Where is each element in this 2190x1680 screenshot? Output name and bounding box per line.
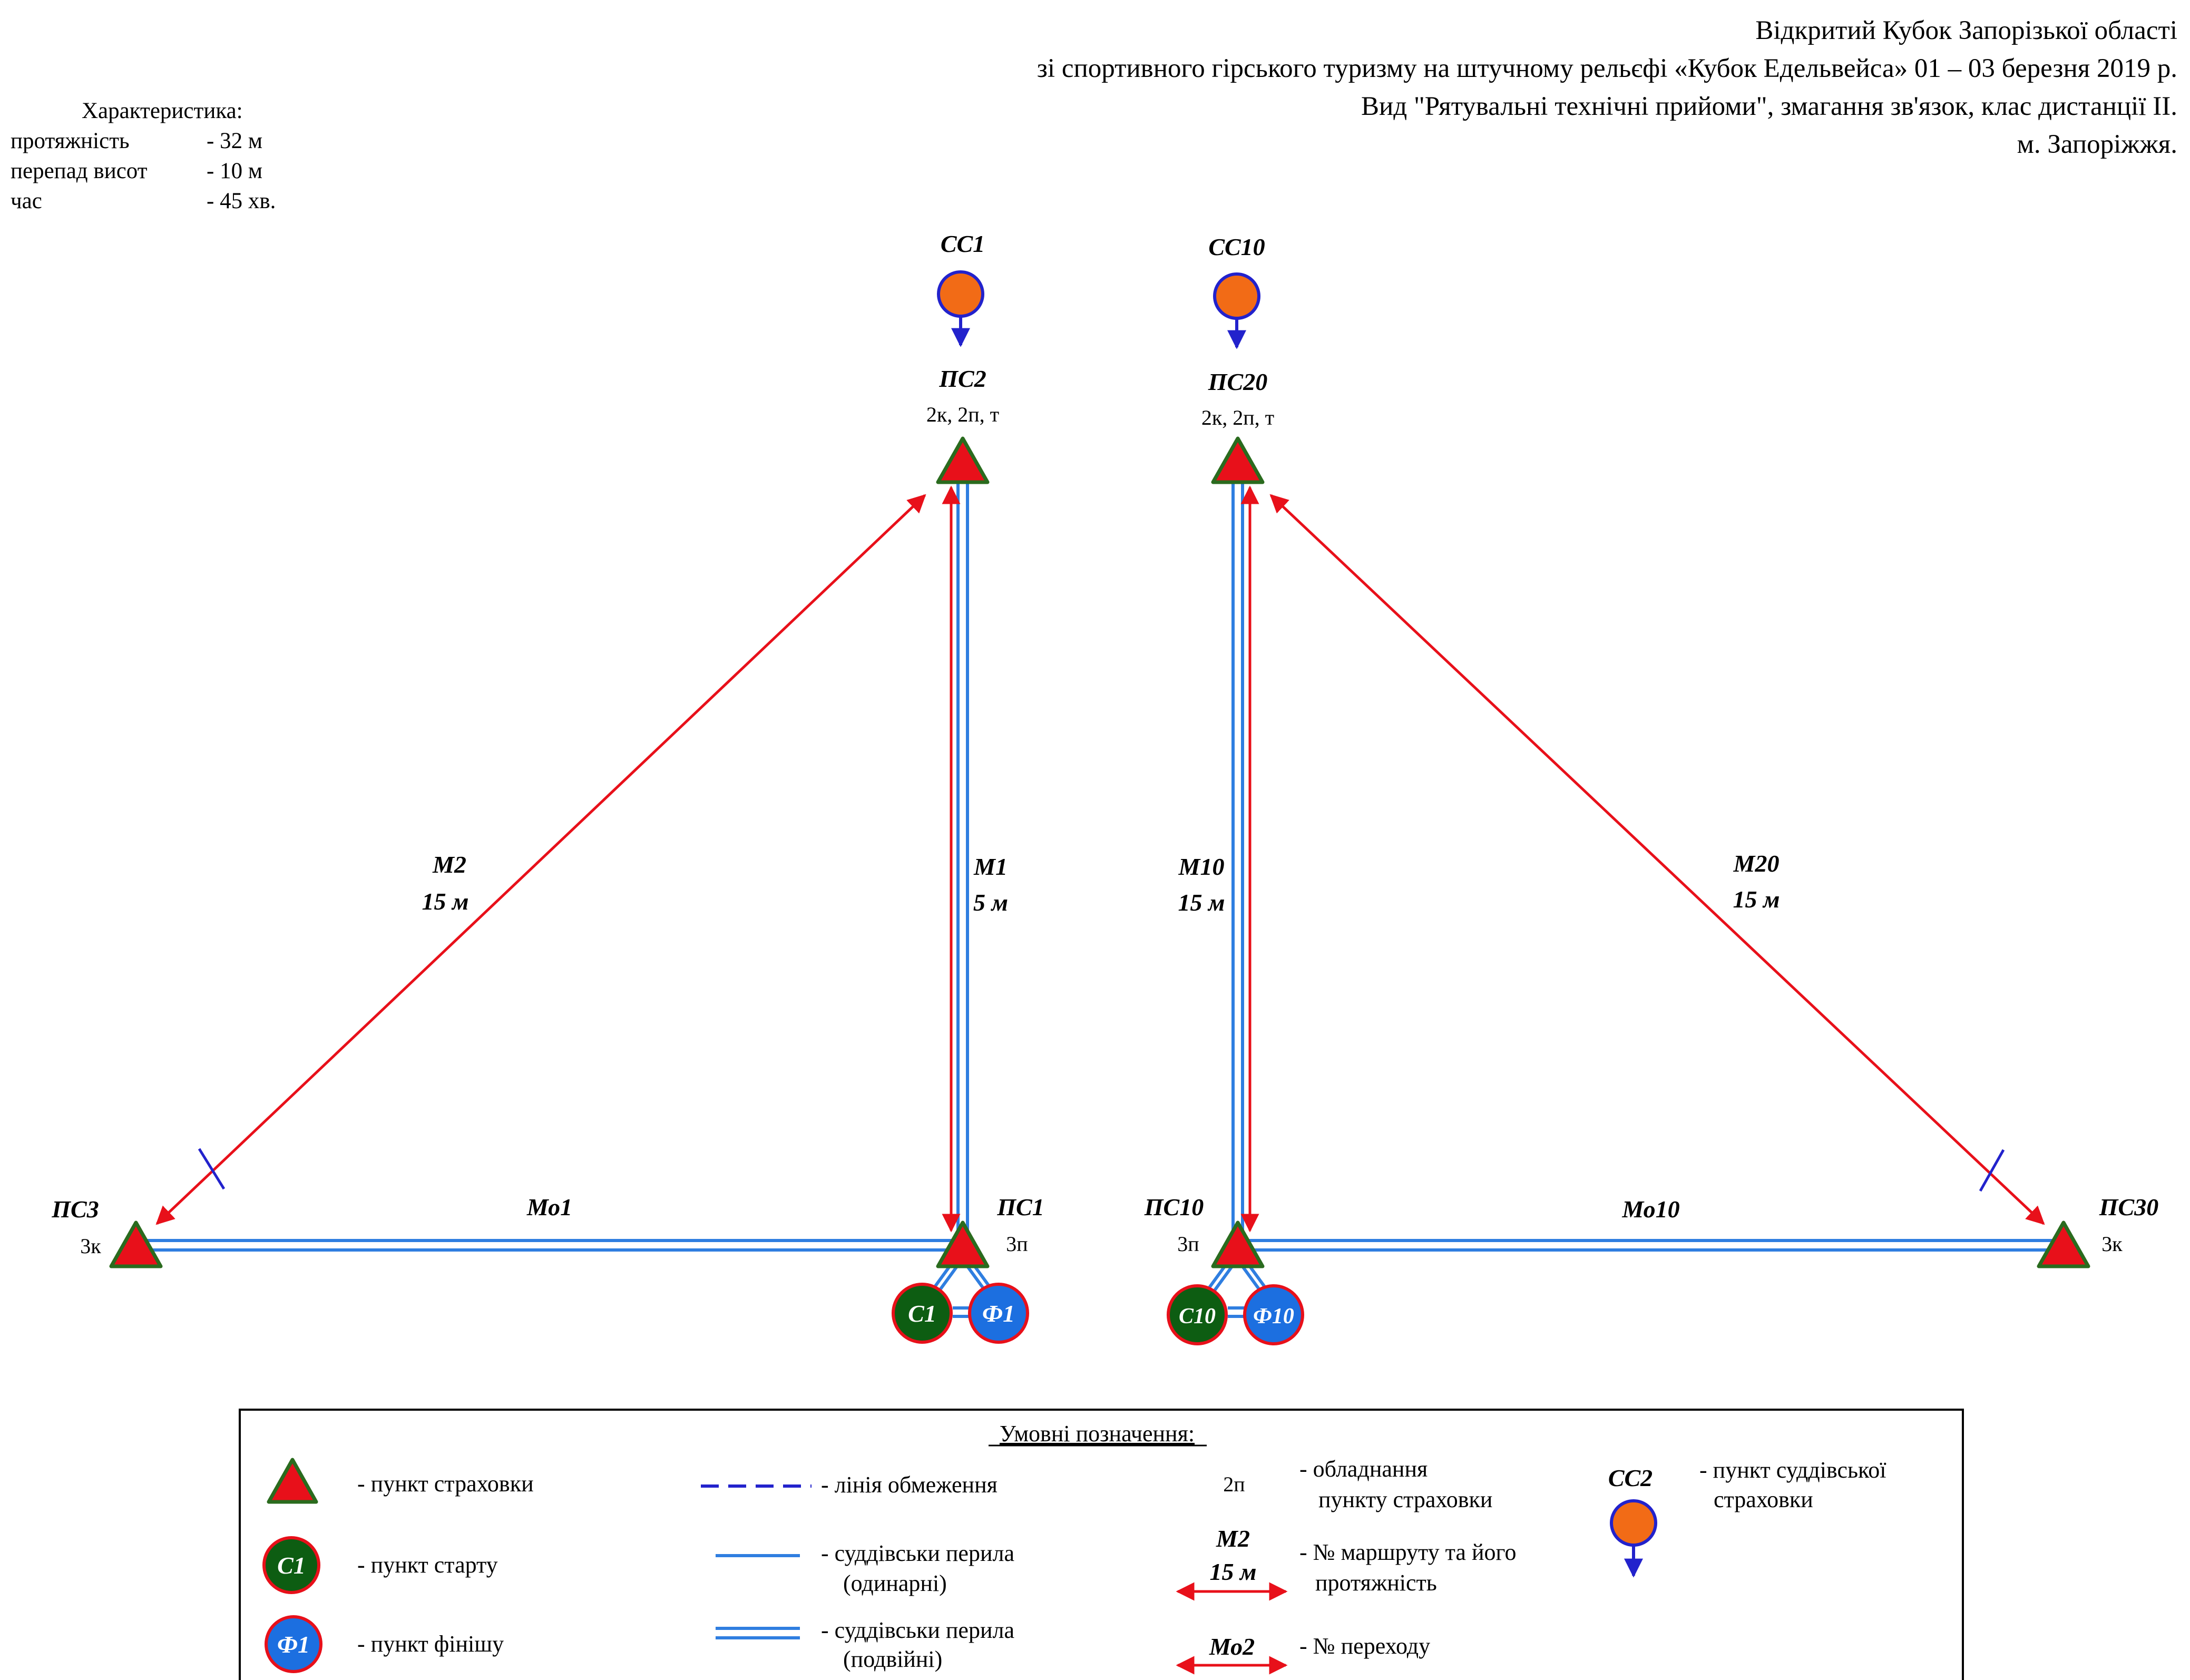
header-line-3: Вид "Рятувальні технічні прийоми", змага… — [1361, 92, 2177, 121]
boundary-tick-m2 — [198, 1148, 226, 1190]
route-m20-length: 15 м — [1733, 886, 1780, 913]
legend-title: Умовні позначення: — [1000, 1421, 1195, 1447]
route-m2-length: 15 м — [422, 888, 468, 915]
legend-single-rail-text-1: - суддівськи перила — [821, 1540, 1014, 1566]
legend-start-symbol: С1 — [277, 1552, 306, 1579]
legend-start-icon — [262, 1536, 320, 1594]
route-m10-name: М10 — [1178, 853, 1225, 880]
route-mo1-name: Мо1 — [526, 1194, 572, 1220]
legend-belay-point-icon — [267, 1458, 318, 1504]
label-ps20: ПС20 — [1208, 368, 1267, 395]
rail-ps2-ps1 — [956, 464, 969, 1233]
legend-equip-text-1: - обладнання — [1299, 1456, 1428, 1482]
route-m1-length: 5 м — [973, 889, 1008, 916]
char-time-name: час — [11, 189, 42, 213]
legend-route-symbol: М2 — [1216, 1525, 1250, 1552]
legend-equip-text-2: пункту страховки — [1318, 1487, 1492, 1512]
legend-equip-symbol: 2п — [1223, 1472, 1245, 1496]
svg-text:Ф10: Ф10 — [1253, 1304, 1294, 1329]
legend-route-text-2: протяжність — [1315, 1570, 1437, 1596]
legend-belay-point-text: - пункт страховки — [357, 1471, 534, 1497]
label-ps10: ПС10 — [1144, 1194, 1204, 1220]
svg-text:Ф1: Ф1 — [982, 1300, 1015, 1327]
label-ps3: ПС3 — [51, 1196, 99, 1223]
route-mo10-name: Мо10 — [1621, 1196, 1679, 1223]
label-ps1: ПС1 — [996, 1194, 1044, 1220]
legend-single-rail-text-2: (одинарні) — [843, 1570, 947, 1596]
label-ss1: СС1 — [941, 230, 985, 257]
char-height-name: перепад висот — [11, 159, 148, 183]
belay-point-ps1 — [936, 1220, 990, 1268]
route-m2-arrow — [155, 494, 926, 1225]
finish-point-f1: Ф1 — [968, 1283, 1029, 1344]
char-length-value: - 32 м — [207, 129, 263, 153]
header-line-1: Відкритий Кубок Запорізької області — [1755, 16, 2177, 45]
belay-point-ps20 — [1211, 436, 1265, 484]
equip-ps10: 3п — [1177, 1232, 1199, 1256]
route-m10-length: 15 м — [1178, 889, 1225, 916]
label-ps30: ПС30 — [2099, 1194, 2158, 1220]
start-point-c10: С10 — [1167, 1284, 1228, 1345]
route-m20-name: М20 — [1733, 850, 1780, 877]
legend-boundary-text: - лінія обмеження — [821, 1472, 998, 1498]
char-height-value: - 10 м — [207, 159, 263, 183]
judge-belay-ss1 — [937, 270, 984, 347]
legend-finish-symbol: Ф1 — [277, 1631, 310, 1658]
belay-point-ps3 — [109, 1220, 163, 1268]
rail-ps3-ps1 — [137, 1239, 963, 1252]
finish-point-f10: Ф10 — [1243, 1284, 1304, 1345]
equip-ps30: 3к — [2101, 1232, 2123, 1256]
belay-point-ps2 — [936, 436, 990, 484]
characteristics-title: Характеристика: — [82, 99, 243, 123]
start-point-c1: С1 — [892, 1283, 953, 1344]
header-line-2: зі спортивного гірського туризму на штуч… — [1037, 54, 2177, 83]
belay-point-ps10 — [1211, 1220, 1265, 1268]
legend-judge-text-1: - пункт суддівської — [1699, 1457, 1886, 1483]
boundary-tick-m20 — [1979, 1149, 2005, 1192]
legend-route-symbol-len: 15 м — [1209, 1558, 1256, 1585]
legend-transition-text: - № переходу — [1299, 1633, 1430, 1659]
legend-start-text: - пункт старту — [357, 1552, 498, 1578]
header-line-4: м. Запоріжжя. — [2017, 130, 2177, 159]
belay-point-ps30 — [2037, 1220, 2090, 1268]
label-ps2: ПС2 — [938, 365, 986, 392]
legend-judge-symbol: СС2 — [1608, 1464, 1653, 1491]
svg-text:С1: С1 — [908, 1300, 936, 1327]
route-m20-arrow — [1269, 494, 2045, 1225]
legend: Умовні позначення: - пункт страховки С1 … — [239, 1409, 1964, 1680]
label-ss10: СС10 — [1208, 233, 1265, 260]
char-length-name: протяжність — [11, 129, 130, 153]
route-m1-name: М1 — [973, 853, 1008, 880]
legend-double-rail-text-1: - суддівськи перила — [821, 1617, 1014, 1643]
equip-ps2: 2к, 2п, т — [926, 403, 999, 426]
legend-judge-icon — [1610, 1499, 1657, 1547]
svg-text:С10: С10 — [1179, 1304, 1216, 1329]
legend-finish-icon — [265, 1615, 322, 1673]
legend-frame — [239, 1409, 1964, 1680]
route-m2-name: М2 — [432, 851, 466, 878]
rail-ps20-ps10 — [1231, 464, 1244, 1233]
equip-ps20: 2к, 2п, т — [1201, 406, 1274, 429]
legend-route-text-1: - № маршруту та його — [1299, 1539, 1516, 1565]
legend-double-rail-text-2: (подвійні) — [843, 1646, 942, 1672]
equip-ps1: 3п — [1006, 1232, 1028, 1256]
legend-transition-symbol: Мо2 — [1209, 1633, 1255, 1660]
char-time-value: - 45 хв. — [207, 189, 276, 213]
rail-ps10-ps30 — [1238, 1239, 2066, 1252]
legend-judge-text-2: страховки — [1714, 1487, 1813, 1512]
judge-belay-ss10 — [1213, 272, 1260, 349]
equip-ps3: 3к — [80, 1234, 101, 1258]
legend-finish-text: - пункт фінішу — [357, 1631, 504, 1657]
